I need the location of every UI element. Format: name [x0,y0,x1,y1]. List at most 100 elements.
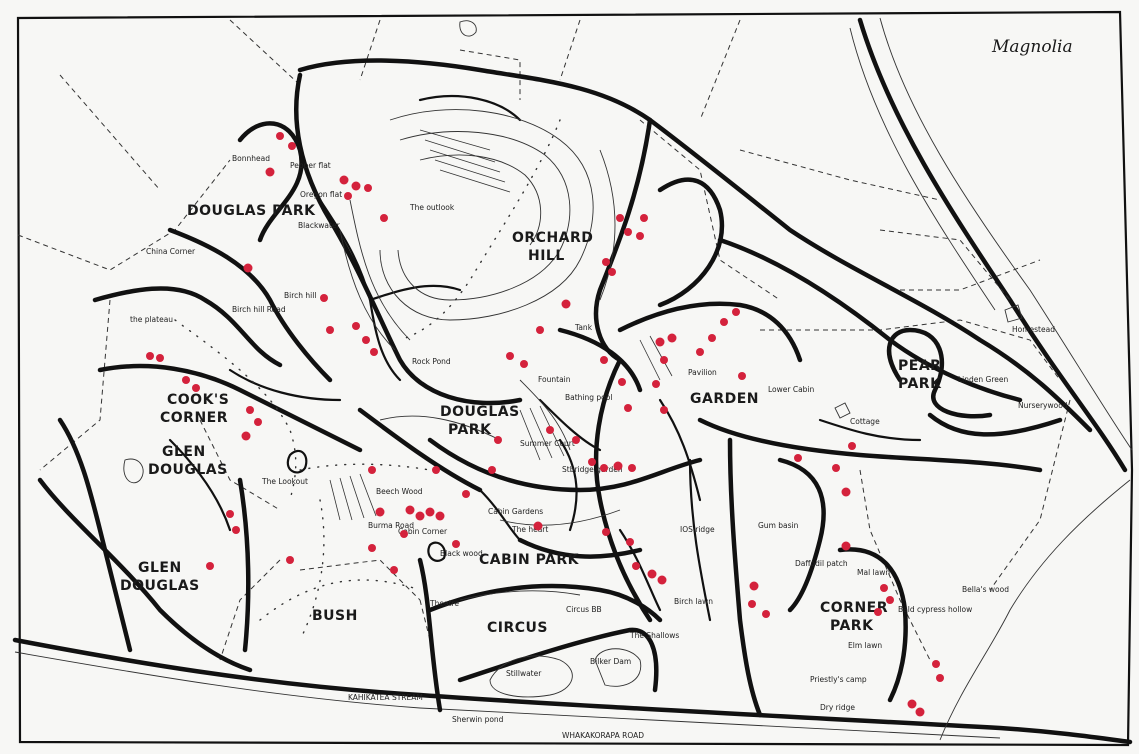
magnolia-marker [848,442,856,450]
area-glen-douglas-s-1: GLEN [138,560,182,576]
magnolia-marker [655,337,665,347]
label-kahikatea-stream: KAHIKATEA STREAM [348,693,423,702]
magnolia-marker [602,258,610,266]
label-linden-green: Linden Green [958,375,1008,384]
magnolia-marker [561,299,571,309]
label-fountain: Fountain [538,375,571,384]
label-bathing-pool: Bathing pool [565,393,612,402]
magnolia-marker [762,610,770,618]
magnolia-marker [616,214,624,222]
magnolia-marker [206,562,214,570]
magnolia-marker [841,487,851,497]
magnolia-marker [339,175,349,185]
magnolia-marker [352,322,360,330]
magnolia-marker [375,507,385,517]
magnolia-marker [344,192,352,200]
label-bellas-wood: Bella's wood [962,585,1009,594]
hatching [329,129,673,521]
area-orchard-hill-1: ORCHARD [512,230,593,246]
label-lower-cabin: Lower Cabin [768,385,815,394]
label-bilker-dam: Bilker Dam [590,657,631,666]
magnolia-marker [156,354,164,362]
area-bush: BUSH [312,608,358,624]
area-labels: Magnolia DOUGLAS PARK ORCHARD HILL PEAR … [120,37,1073,636]
map-title: Magnolia [991,37,1073,57]
magnolia-marker [232,526,240,534]
label-stillwater: Stillwater [506,669,542,678]
magnolia-marker [932,660,940,668]
label-bald-cypress-hollow: Bald cypress hollow [898,605,972,614]
label-oregon-flat: Oregon flat [300,190,342,199]
magnolia-marker [286,556,294,564]
area-circus: CIRCUS [487,620,548,636]
area-douglas-park-c-2: PARK [448,422,492,438]
magnolia-marker [915,707,925,717]
label-pavilion: Pavilion [688,368,717,377]
magnolia-marker [182,376,190,384]
label-burma-road: Burma Road [368,521,414,530]
label-stbridge-garden: Stbridge garden [562,465,623,474]
area-douglas-park-c-1: DOUGLAS [440,404,520,420]
magnolia-marker [192,384,200,392]
area-cooks-corner-1: COOK'S [167,392,229,408]
magnolia-marker [588,458,596,466]
label-birch-hill: Birch hill [284,291,316,300]
magnolia-marker [624,228,632,236]
east-road-edge [879,17,1133,451]
magnolia-marker [405,505,415,515]
magnolia-marker [608,268,616,276]
magnolia-marker [546,426,554,434]
magnolia-marker [602,528,610,536]
label-cabin-corner: Cabin Corner [398,527,448,536]
magnolia-marker [432,466,440,474]
label-gum-basin: Gum basin [758,521,799,530]
magnolia-marker [368,466,376,474]
magnolia-marker [368,544,376,552]
magnolia-marker [536,326,544,334]
magnolia-marker [241,431,251,441]
magnolia-marker [452,540,460,548]
magnolia-marker [748,600,756,608]
area-pear-park-2: PARK [898,376,942,392]
area-cooks-corner-2: CORNER [160,410,228,426]
label-priestlys-camp: Priestly's camp [810,675,867,684]
label-birch-hill-road: Birch hill Road [232,305,286,314]
label-cabin-gardens: Cabin Gardens [488,507,543,516]
magnolia-marker [624,404,632,412]
label-the-lookout: The Lookout [261,477,308,486]
magnolia-marker [246,406,254,414]
road-edge-south [14,651,1001,739]
magnolia-marker [326,326,334,334]
label-ios-ridge: IOS ridge [680,525,715,534]
label-china-corner: China Corner [146,247,196,256]
magnolia-marker [425,507,435,517]
magnolia-marker [600,464,608,472]
label-the-plateau: the plateau [130,315,173,324]
magnolia-marker [533,521,543,531]
heavy-tracks [37,58,1093,718]
label-birch-lawn: Birch lawn [674,597,713,606]
label-cottage: Cottage [850,417,880,426]
label-tank: Tank [574,323,593,332]
magnolia-marker [647,569,657,579]
magnolia-marker [415,511,425,521]
magnolia-marker [488,466,496,474]
area-corner-park-2: PARK [830,618,874,634]
magnolia-marker [832,464,840,472]
place-labels: Bonnhead Pepper flat Oregon flat The out… [130,154,1068,740]
magnolia-marker [613,461,623,471]
dashed-boundaries [17,19,1071,661]
label-mal-lawn: Mal lawn [857,568,890,577]
label-whakakorapa-road: WHAKAKORAPA ROAD [562,731,644,740]
magnolia-marker [660,356,668,364]
label-the-shallows: The Shallows [629,631,679,640]
label-circus-bb: Circus BB [566,605,602,614]
magnolia-marker [696,348,704,356]
magnolia-marker [632,562,640,570]
label-daffodil-patch: Daffodil patch [795,559,848,568]
magnolia-marker [226,510,234,518]
area-cabin-park: CABIN PARK [479,552,580,568]
dotted-tracks [174,119,561,641]
